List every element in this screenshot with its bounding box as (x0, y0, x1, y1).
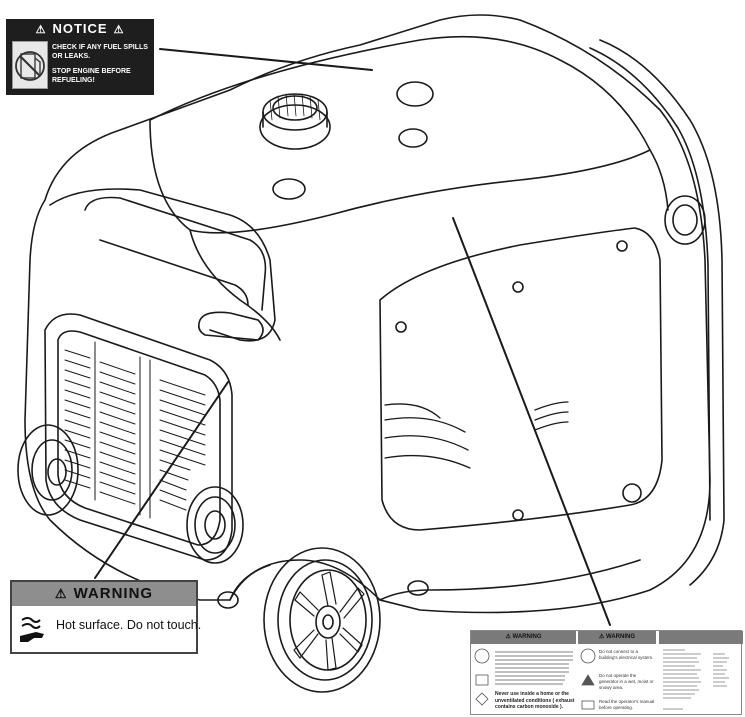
info-panel-right-header (659, 631, 743, 644)
notice-title: NOTICE (52, 21, 108, 36)
info-panel-mid-text-2: Do not operate the generator in a wet, m… (599, 673, 654, 690)
info-panel-mid-text-1: Do not connect to a building's electrica… (599, 649, 654, 660)
info-panel-mid-icons (580, 648, 596, 710)
top-panel (149, 35, 651, 234)
info-panel-left-bold: Never use inside a home or the unventila… (495, 691, 575, 710)
info-panel-left-title: WARNING (512, 634, 542, 640)
leader-line-notice (159, 48, 373, 71)
notice-label: ⚠ NOTICE ⚠ CHECK IF ANY FUEL SPILLS OR LEA… (6, 19, 154, 95)
hot-surface-hand-icon (18, 612, 48, 648)
info-panel-mid-title: WARNING (606, 634, 636, 640)
info-panel-mid-text-3: Read the operator's manual before operat… (599, 699, 655, 710)
side-access-panel (379, 227, 663, 531)
rear-knob (664, 195, 706, 245)
info-panel-left-graphics (474, 648, 573, 706)
leader-line-panel (452, 217, 611, 626)
warning-triangle-icon: ⚠ (505, 634, 513, 640)
front-grille-frame (44, 313, 233, 561)
notice-line-1: CHECK IF ANY FUEL SPILLS (52, 44, 148, 51)
warning-message: Hot surface. Do not touch. (56, 618, 202, 632)
info-panel-left-header: ⚠ WARNING (471, 631, 576, 644)
warning-triangle-icon: ⚠ (54, 586, 68, 601)
generator-body-outline (24, 14, 711, 614)
notice-header: ⚠ NOTICE ⚠ (6, 19, 154, 38)
warning-triangle-icon: ⚠ (598, 634, 607, 640)
info-panel-mid-header: ⚠ WARNING (578, 631, 656, 644)
notice-line-2: OR LEAKS. (52, 53, 91, 60)
warning-title: WARNING (73, 585, 154, 602)
warning-triangle-icon: ⚠ (113, 24, 125, 36)
left-wheel (17, 424, 79, 516)
info-panel-spec-lines (663, 649, 729, 710)
notice-line-3: STOP ENGINE BEFORE (52, 68, 131, 75)
right-wheel (263, 547, 381, 693)
hot-surface-warning-label: ⚠ WARNING Hot surface. Do not touch. (10, 580, 202, 654)
front-handle (49, 188, 276, 342)
no-fuel-pump-icon (12, 41, 48, 89)
warning-triangle-icon: ⚠ (35, 24, 47, 36)
info-panel-label: ⚠ WARNING ⚠ WARNING Never use inside a h… (470, 630, 743, 715)
leader-line-warning (94, 381, 229, 579)
front-control-knob (186, 486, 244, 564)
notice-line-4: REFUELING! (52, 77, 95, 84)
warning-header: ⚠ WARNING (12, 582, 196, 606)
rear-handle-strip (599, 39, 725, 586)
